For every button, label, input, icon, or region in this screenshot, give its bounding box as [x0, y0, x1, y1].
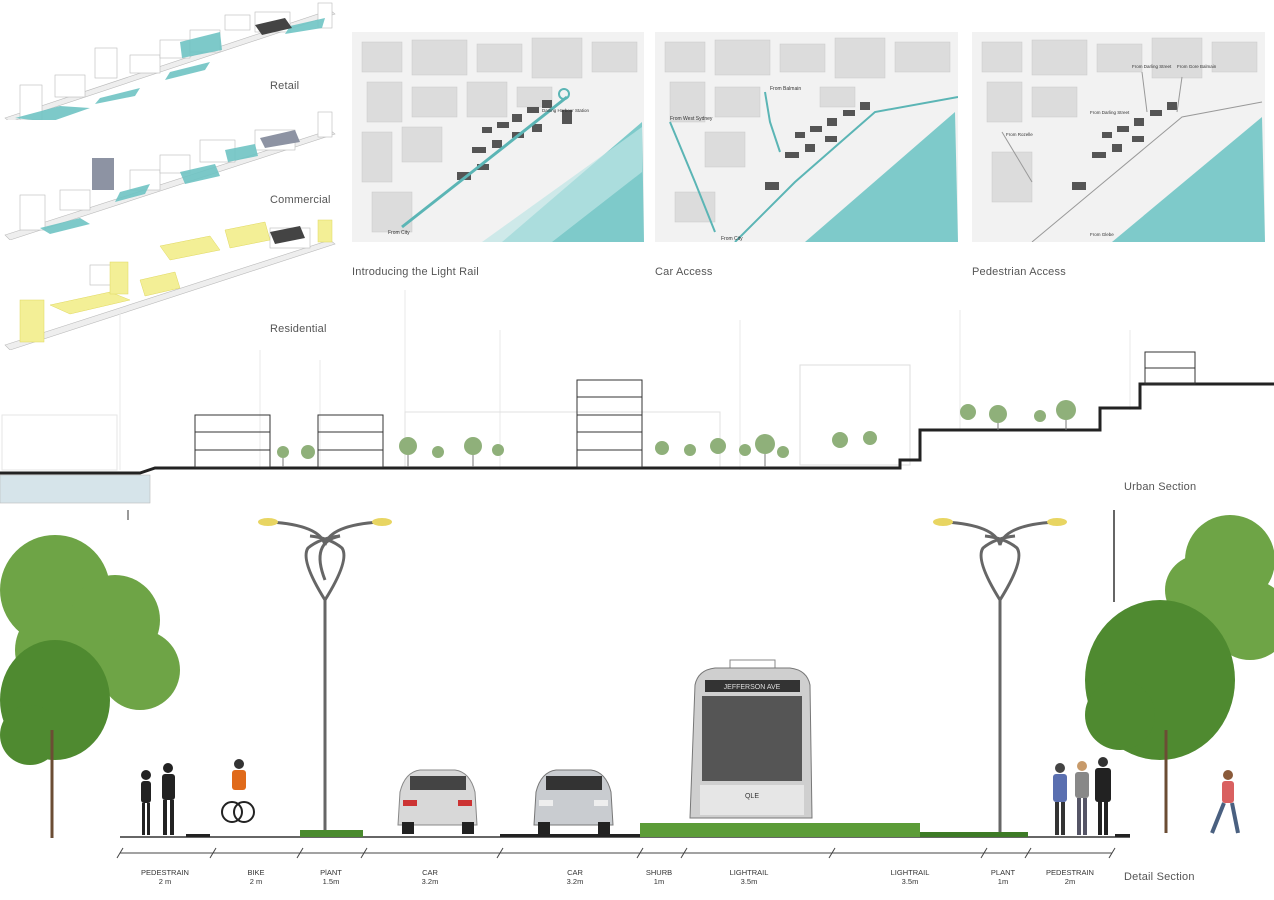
map-note: From West Sydney [670, 116, 713, 122]
plant-strip-right [920, 832, 1028, 837]
pedestrians-right [1053, 757, 1240, 835]
dimension-tick [296, 847, 304, 859]
dimension-tick [828, 847, 836, 859]
pedestrians-left [141, 763, 175, 835]
street-lamp-left [269, 520, 381, 835]
dimension-tick [636, 847, 644, 859]
map-note: From Darling Street [1090, 110, 1130, 115]
plant-strip [300, 830, 363, 837]
map-note: From Glebe [1090, 232, 1114, 237]
residential-label: Residential [270, 323, 327, 335]
commercial-axonometric [4, 111, 336, 240]
cyclist [221, 759, 255, 823]
map-car-access: From West Sydney From Balmain From City [655, 32, 958, 242]
caption-pedestrian-access: Pedestrian Access [972, 266, 1066, 278]
dimension-tick [360, 847, 368, 859]
car-2 [533, 769, 614, 834]
map-pedestrian-access: From Darling Street From Gore Balmain Fr… [972, 32, 1265, 242]
dimension-tick [209, 847, 217, 859]
map-note: Darling Harbour Station [542, 108, 590, 113]
map-note: From Darling Street [1132, 64, 1172, 69]
light-rail-tram: JEFFERSON AVE QLE [689, 659, 813, 819]
tram-sign: JEFFERSON AVE [724, 684, 781, 691]
dimension-tick [1108, 847, 1116, 859]
caption-car-access: Car Access [655, 266, 713, 278]
shrub-strip [640, 823, 920, 837]
tree-right-small [1085, 600, 1235, 760]
commercial-label: Commercial [270, 194, 331, 206]
map-note: From Rozelle [1006, 132, 1033, 137]
dimension-tick [116, 847, 124, 859]
urban-section-label: Urban Section [1124, 481, 1197, 493]
urban-section [0, 290, 1274, 520]
detail-section: JEFFERSON AVE QLE [0, 510, 1274, 859]
map-light-rail: From City Darling Harbour Station [352, 32, 644, 242]
map-note: From City [388, 230, 410, 236]
street-lamp-right [944, 520, 1056, 835]
tram-logo: QLE [745, 793, 759, 800]
residential-axonometric [4, 219, 336, 350]
tree-left-small [0, 640, 110, 765]
map-note: From Gore Balmain [1177, 64, 1217, 69]
car-1 [397, 769, 478, 834]
retail-axonometric [4, 2, 336, 120]
map-note: From Balmain [770, 86, 801, 92]
retail-label: Retail [270, 80, 300, 92]
dimension-tick [1024, 847, 1032, 859]
dimension-tick [980, 847, 988, 859]
map-note: From City [721, 236, 743, 242]
dimension-tick [680, 847, 688, 859]
detail-section-label: Detail Section [1124, 871, 1195, 883]
caption-light-rail: Introducing the Light Rail [352, 266, 479, 278]
dimension-tick [496, 847, 504, 859]
